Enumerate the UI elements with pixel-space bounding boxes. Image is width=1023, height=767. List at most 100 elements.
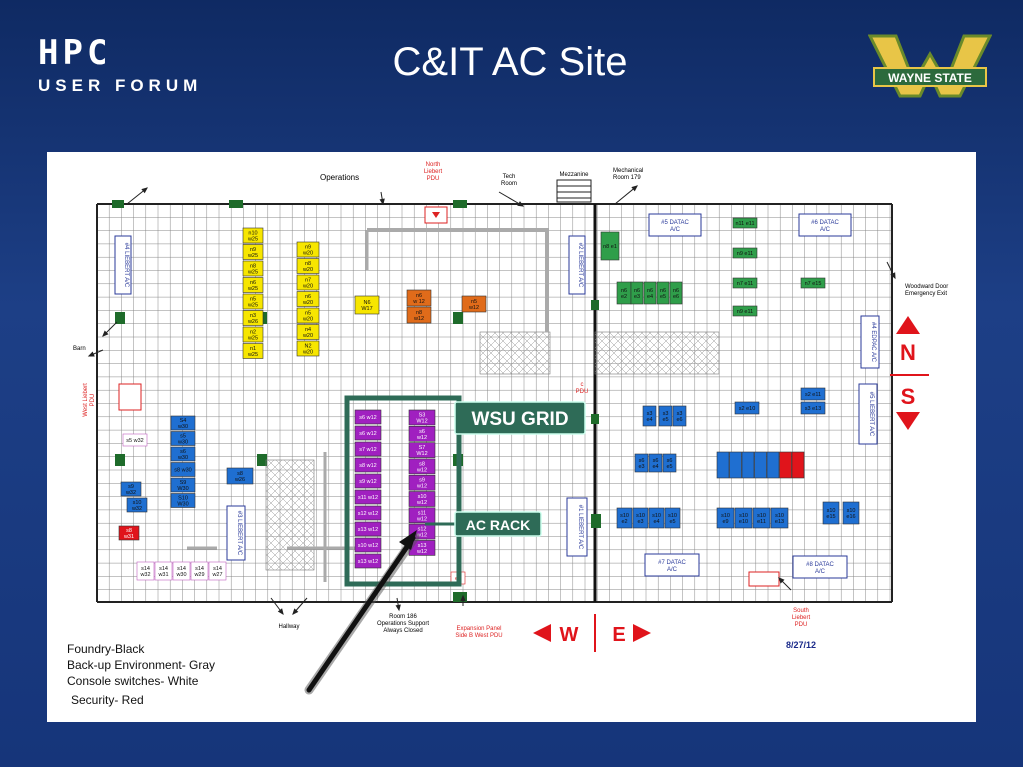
svg-text:#2 LIEBERT A/C: #2 LIEBERT A/C bbox=[577, 243, 583, 288]
svg-text:s7 w12: s7 w12 bbox=[359, 447, 376, 453]
rack-blue-row bbox=[716, 451, 730, 479]
rack-blue-row bbox=[779, 451, 792, 479]
svg-text:n8 e1: n8 e1 bbox=[603, 244, 617, 250]
wsu-grid-label: WSU GRID bbox=[471, 409, 568, 430]
rack-green: n7 e11 bbox=[732, 277, 758, 289]
svg-text:n9 e11: n9 e11 bbox=[737, 251, 753, 257]
legend-console: Console switches- White bbox=[67, 674, 199, 688]
rack-blue-row bbox=[729, 451, 742, 479]
logo-user-forum-text: USER FORUM bbox=[38, 76, 203, 95]
label-west-pdu: West LiebertPDU bbox=[83, 383, 96, 417]
rack-grid-left: s12 w12 bbox=[354, 505, 382, 521]
rack-green: n9 e11 bbox=[732, 247, 758, 259]
svg-text:s2 e10: s2 e10 bbox=[739, 406, 756, 412]
rack-grid-left: s7 w12 bbox=[354, 441, 382, 457]
svg-text:#4 LIEBERT A/C: #4 LIEBERT A/C bbox=[123, 243, 129, 288]
svg-text:s13 w12: s13 w12 bbox=[358, 527, 379, 533]
rack-blue-row bbox=[754, 451, 767, 479]
rack-grid-left: s9 w12 bbox=[354, 473, 382, 489]
date-label: 8/27/12 bbox=[786, 640, 816, 650]
svg-text:s6 w12: s6 w12 bbox=[359, 431, 376, 437]
rack-blue-row bbox=[766, 451, 780, 479]
rack-blue-left: s8 w30 bbox=[170, 462, 196, 477]
rack-green: n7 e15 bbox=[800, 277, 826, 289]
liebert-5-label: #5 LIEBERT A/C bbox=[858, 383, 878, 445]
liebert-2-label: #2 LIEBERT A/C bbox=[568, 235, 586, 295]
rack-blue-row bbox=[741, 451, 755, 479]
svg-text:s13 w12: s13 w12 bbox=[358, 559, 379, 565]
rack-green: n8 e1 bbox=[600, 231, 620, 261]
ac-rack-label: AC RACK bbox=[466, 517, 531, 533]
legend-backup: Back-up Environment- Gray bbox=[67, 658, 216, 672]
label-operations: Operations bbox=[320, 173, 359, 182]
svg-text:#1 LIEBERT A/C: #1 LIEBERT A/C bbox=[577, 505, 583, 550]
rack-grid-left: s13 w12 bbox=[354, 553, 382, 569]
compass-south: S bbox=[901, 384, 916, 409]
rack-blue-right: s2 e10 bbox=[734, 401, 760, 415]
west-pdu-box bbox=[118, 383, 142, 411]
svg-text:s6 w12: s6 w12 bbox=[359, 415, 376, 421]
edpac-4-label: #4 EDPAC A/C bbox=[860, 315, 880, 369]
